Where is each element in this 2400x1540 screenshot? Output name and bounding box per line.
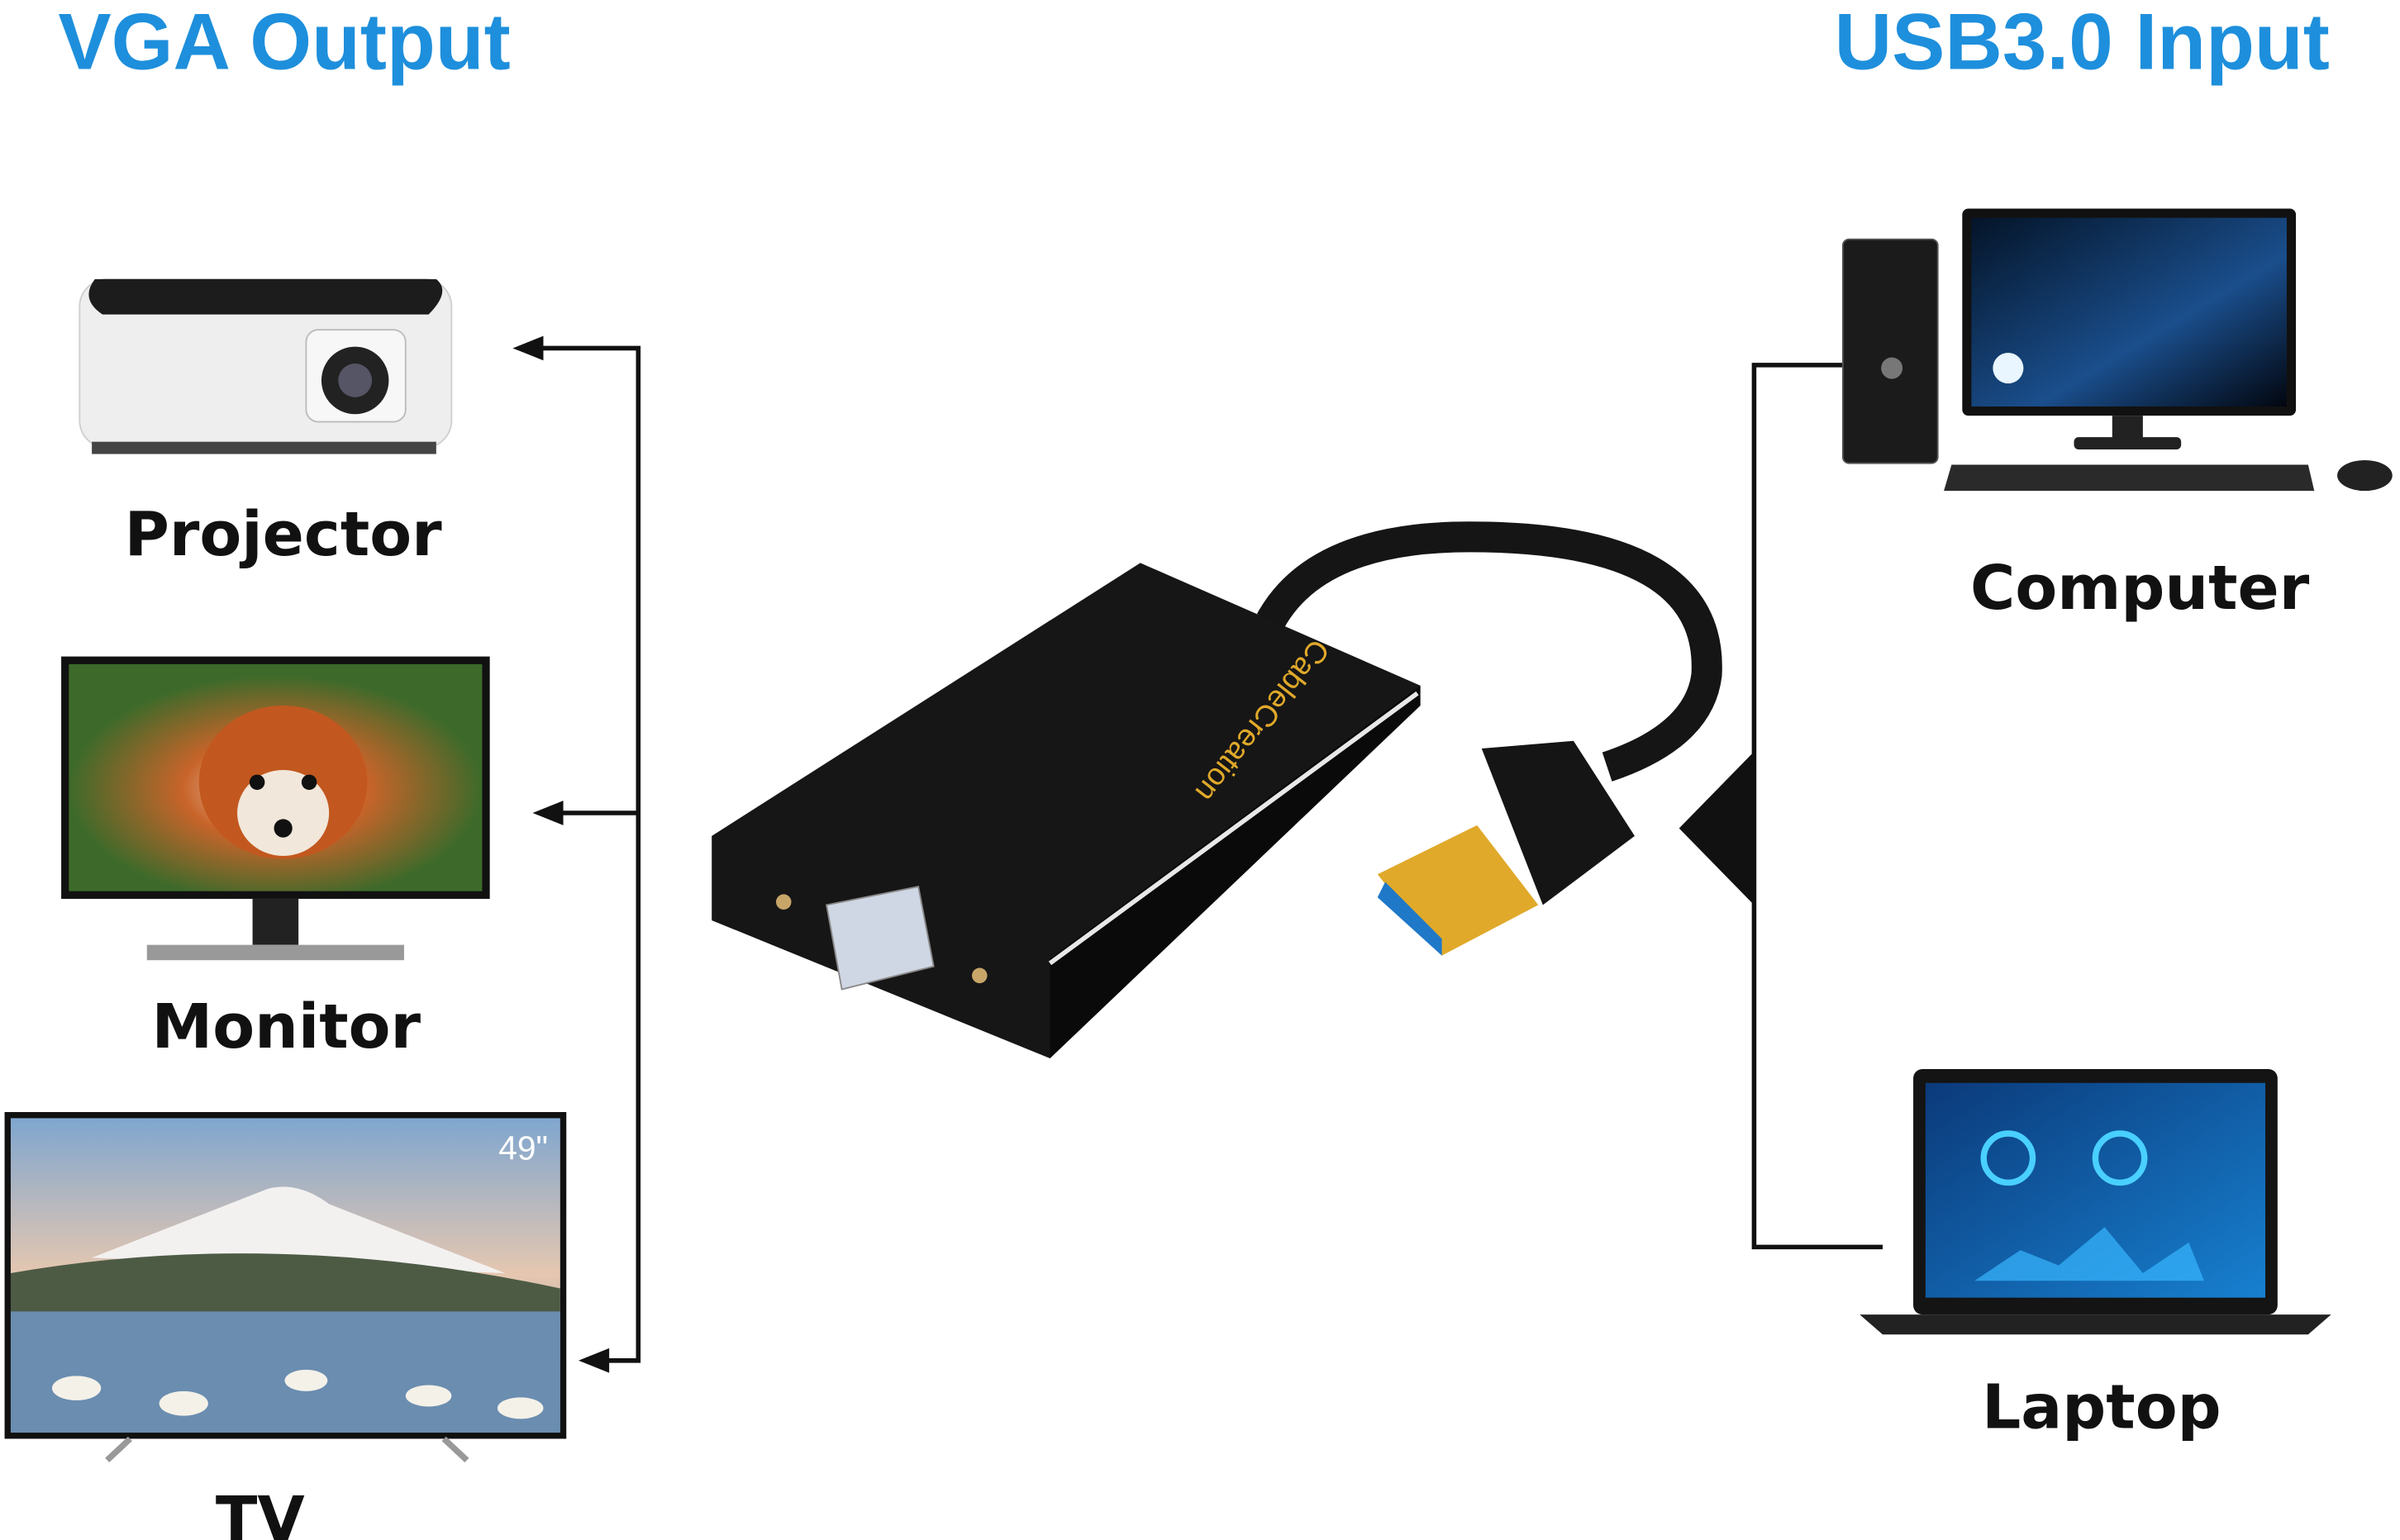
projector-icon: [79, 278, 453, 454]
laptop-icon: [1860, 1069, 2331, 1335]
projector-label: Projector: [125, 499, 442, 570]
desktop-computer-icon: [1841, 208, 2393, 492]
tv-label: TV: [216, 1484, 305, 1540]
computer-label: Computer: [1970, 553, 2310, 624]
monitor-icon: [61, 656, 490, 961]
laptop-label: Laptop: [1982, 1371, 2221, 1443]
tv-icon: 49": [4, 1112, 567, 1463]
monitor-label: Monitor: [152, 991, 421, 1062]
usb-input-title: USB3.0 Input: [1835, 0, 2330, 87]
input-connector-lines: [1679, 363, 1883, 1250]
output-connector-lines: [512, 335, 641, 1373]
usb-to-vga-adapter-icon: CableCreation: [712, 521, 1722, 1059]
tv-screen-size: 49": [498, 1129, 548, 1167]
vga-output-title: VGA Output: [58, 0, 510, 87]
